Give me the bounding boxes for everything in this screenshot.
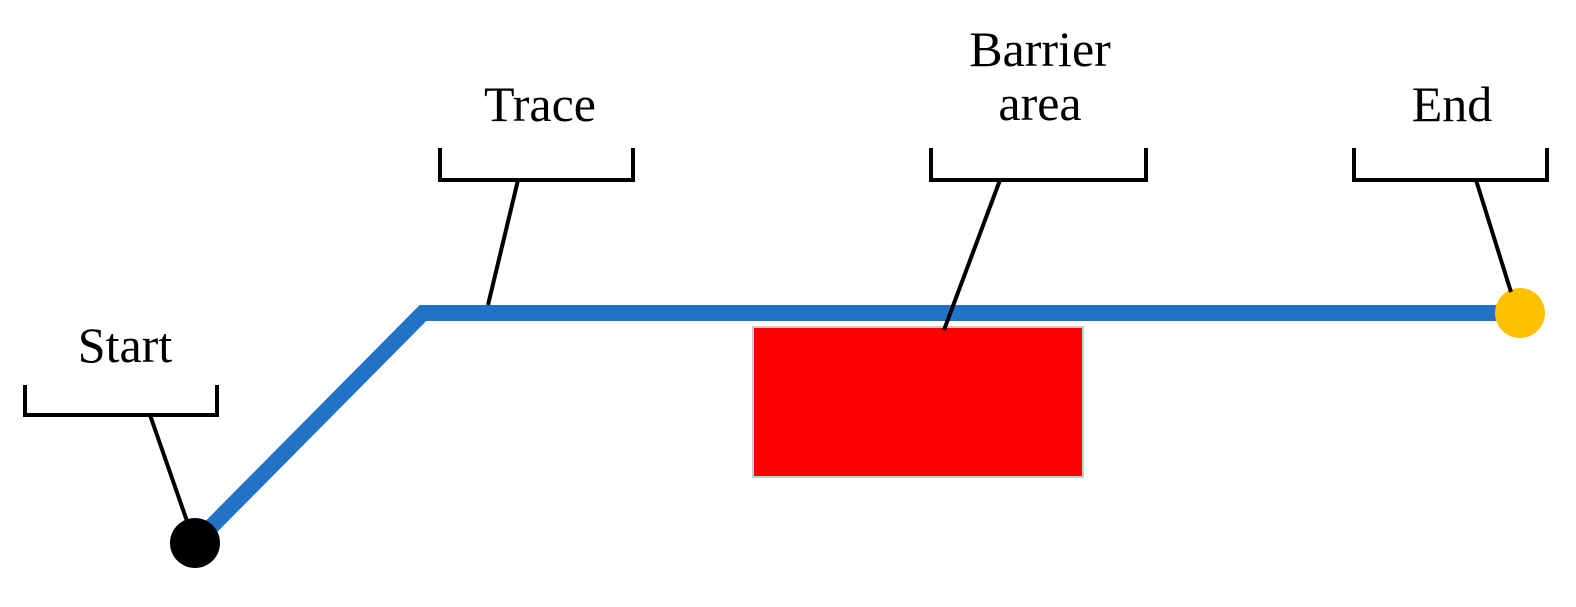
barrier-bracket — [929, 148, 1148, 182]
trace-bracket — [438, 148, 635, 182]
start-label: Start — [77, 317, 173, 373]
start-callout — [23, 385, 219, 525]
start-point — [170, 518, 220, 568]
barrier-area — [752, 326, 1084, 478]
barrier-callout — [929, 148, 1148, 331]
barrier-label-line-1: Barrier — [969, 21, 1111, 77]
start-bracket — [23, 385, 219, 417]
barrier-area-label: Barrier area — [940, 22, 1140, 130]
trace-path — [189, 305, 1520, 549]
barrier-label-line-2: area — [998, 75, 1082, 131]
trace-leader-line — [486, 179, 520, 306]
end-leader-line — [1474, 179, 1513, 293]
end-point — [1495, 288, 1545, 338]
barrier-leader-line — [942, 179, 1002, 331]
end-label: End — [1411, 76, 1493, 132]
end-callout — [1352, 148, 1549, 293]
end-bracket — [1352, 148, 1549, 182]
start-leader-line — [148, 414, 190, 525]
trace-callout — [438, 148, 635, 306]
trace-label: Trace — [483, 76, 596, 132]
